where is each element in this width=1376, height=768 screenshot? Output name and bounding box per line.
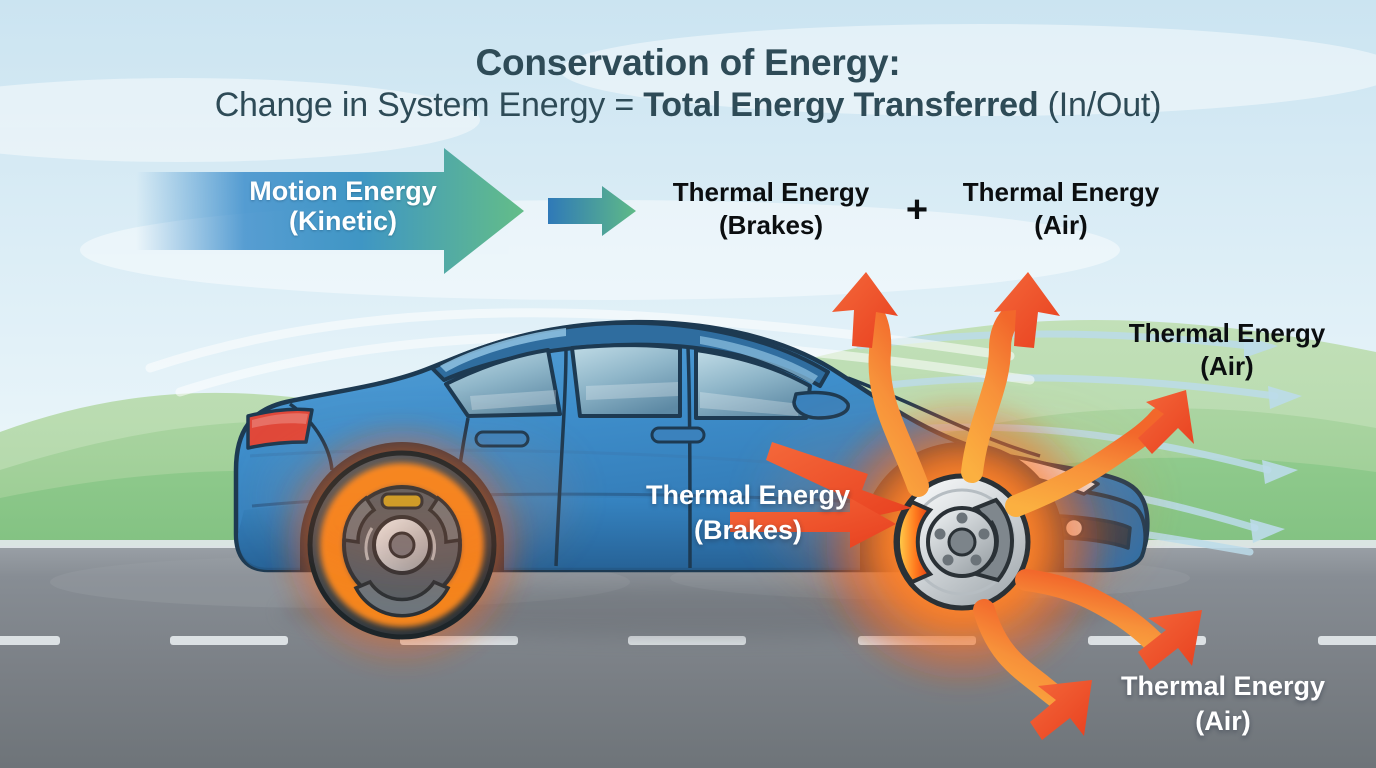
title-line-1: Conservation of Energy: — [475, 42, 901, 83]
window-rear-quarter — [444, 348, 562, 418]
transition-arrow — [548, 186, 636, 236]
tail-light-gloss — [252, 413, 308, 428]
door-handle-front — [650, 426, 706, 444]
heat-arrowhead-down-right — [1138, 610, 1202, 670]
airflow-arrowheads — [1244, 336, 1302, 543]
title-prefix: Change in System Energy = — [214, 86, 644, 124]
thermal-air-bottom-label: Thermal Energy (Air) — [1120, 671, 1326, 736]
door-seam-front — [686, 347, 692, 569]
heat-arrowhead-up-right — [1138, 390, 1194, 454]
brake-pad-hot — [896, 499, 934, 585]
window-rear-door — [570, 343, 682, 418]
title-line-2: Change in System Energy = Total Energy T… — [0, 86, 1376, 124]
thermal-air-top-label: Thermal Energy (Air) — [962, 177, 1160, 241]
thermal-brakes-top-label: Thermal Energy (Brakes) — [672, 177, 870, 241]
brake-pointer-arrow-lower — [730, 498, 896, 548]
door-seam-rear — [554, 347, 568, 567]
roof-rail — [440, 328, 566, 372]
heat-arrowhead-up-mid — [994, 272, 1060, 348]
transition-arrow-shape — [548, 186, 636, 236]
roof-rail-front — [700, 336, 818, 384]
heat-arrowhead-down-left — [1030, 680, 1092, 740]
rear-heat-haze — [270, 410, 570, 574]
heat-arrow-down-right — [1015, 569, 1171, 659]
brake-pointer-arrow-upper — [766, 442, 912, 520]
thermal-air-right-label: Thermal Energy (Air) — [1128, 318, 1326, 382]
motion-energy-arrow — [136, 148, 524, 274]
heat-arrow-heads — [832, 272, 1202, 740]
brake-pointer-arrows — [730, 442, 912, 548]
tail-light — [246, 407, 314, 450]
thermal-brakes-center-label: Thermal Energy (Brakes) — [645, 480, 851, 545]
heat-arrow-up-mid — [961, 289, 1037, 483]
motion-energy-arrow-shape — [136, 148, 524, 274]
motion-energy-label: Motion Energy (Kinetic) — [249, 176, 437, 237]
heat-arrowhead-up-left — [832, 272, 898, 348]
glass-highlights — [470, 382, 800, 416]
plus-operator: + — [905, 189, 929, 231]
title-emphasis: Total Energy Transferred — [643, 86, 1039, 124]
front-wheel-assembly — [812, 392, 1112, 692]
front-hub-center — [947, 527, 977, 557]
title-suffix: (In/Out) — [1038, 86, 1162, 124]
lug-nuts — [934, 512, 990, 566]
